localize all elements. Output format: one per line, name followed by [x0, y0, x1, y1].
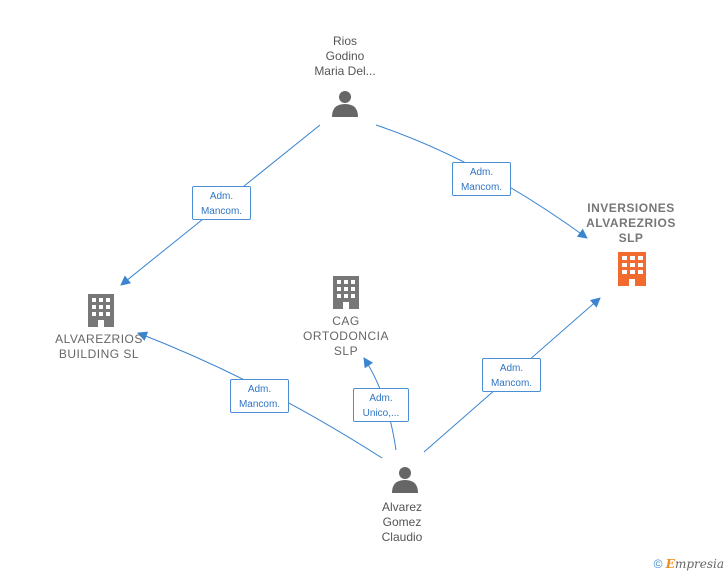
brand-logo-initial: E [665, 557, 675, 571]
node-label: ALVAREZRIOS BUILDING SL [55, 332, 143, 361]
node-cag-ortodoncia[interactable]: CAG ORTODONCIA SLP [296, 314, 396, 359]
person-icon [332, 91, 358, 117]
node-rios-godino[interactable]: Rios Godino Maria Del... [295, 34, 395, 79]
person-icon [392, 467, 418, 493]
node-inversiones-alvarezrios[interactable]: INVERSIONES ALVAREZRIOS SLP [574, 201, 688, 246]
node-label: INVERSIONES ALVAREZRIOS SLP [586, 201, 676, 245]
copyright-symbol: © [653, 557, 663, 571]
building-icon [618, 252, 646, 286]
building-icon [88, 294, 114, 327]
edge-label-rios-inversiones[interactable]: Adm. Mancom. [452, 162, 511, 196]
brand-logo-rest: mpresia [674, 557, 724, 571]
edge-label-rios-building[interactable]: Adm. Mancom. [192, 186, 251, 220]
node-alvarezrios-building[interactable]: ALVAREZRIOS BUILDING SL [44, 332, 154, 362]
node-label: CAG ORTODONCIA SLP [303, 314, 389, 358]
node-label: Alvarez Gomez Claudio [381, 500, 423, 544]
node-alvarez-gomez[interactable]: Alvarez Gomez Claudio [352, 500, 452, 545]
footer-brand: © Empresia [654, 557, 724, 571]
edge-label-alvarez-cag[interactable]: Adm. Unico,... [353, 388, 409, 422]
brand-logo: Empresia [666, 557, 724, 571]
edge-label-alvarez-building[interactable]: Adm. Mancom. [230, 379, 289, 413]
building-icon [333, 276, 359, 309]
node-label: Rios Godino Maria Del... [314, 34, 376, 78]
edge-label-alvarez-inversiones[interactable]: Adm. Mancom. [482, 358, 541, 392]
